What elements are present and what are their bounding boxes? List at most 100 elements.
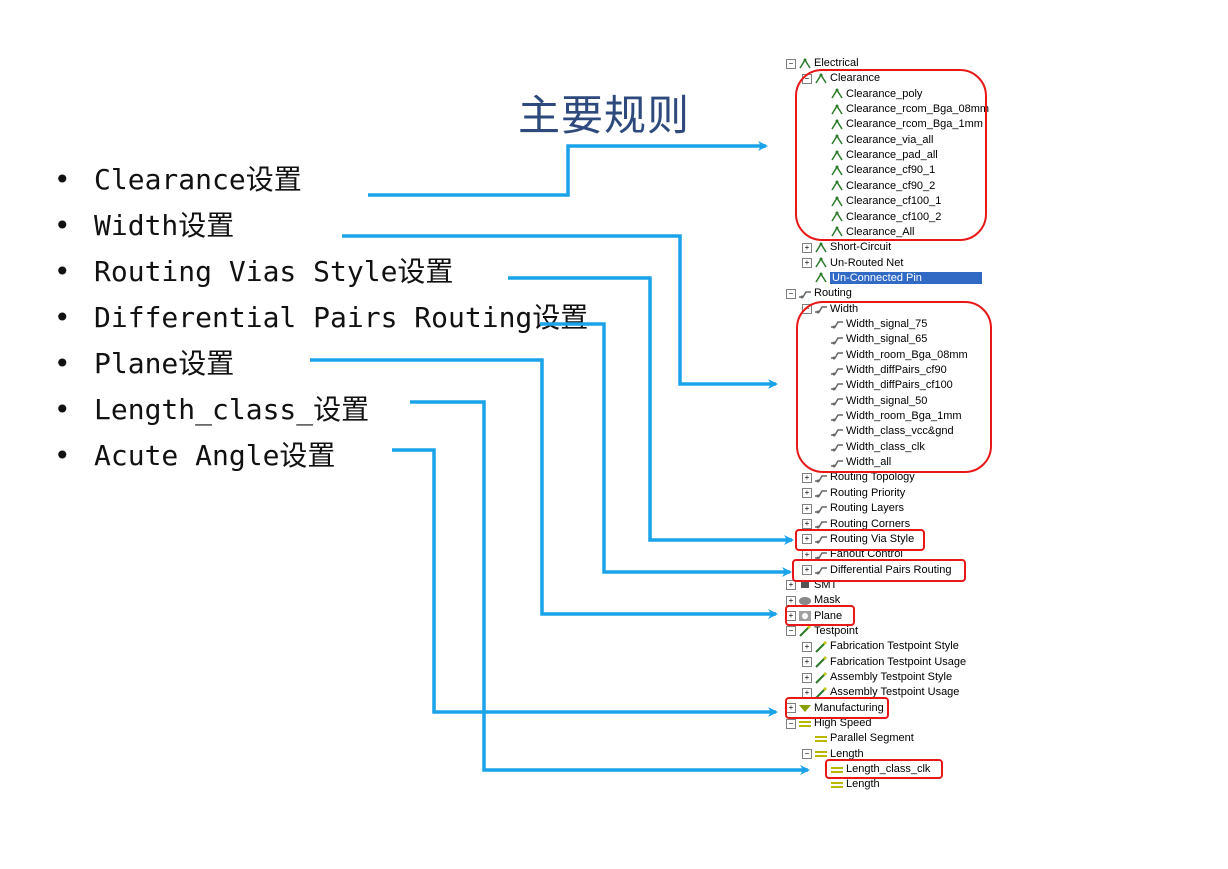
tree-node-label: Assembly Testpoint Style xyxy=(830,671,953,683)
expand-icon[interactable]: + xyxy=(786,595,796,606)
tree-node-label: Clearance_cf100_2 xyxy=(846,210,942,223)
tree-node-label: Fabrication Testpoint Style xyxy=(830,640,959,653)
tree-node-label: Clearance_cf90_2 xyxy=(846,179,936,192)
tree-node-label: Routing Topology xyxy=(830,471,915,484)
expand-icon[interactable]: + xyxy=(786,580,796,591)
tree-node[interactable]: Width_room_Bga_1mm xyxy=(818,409,962,424)
tree-node[interactable]: +Un-Routed Net xyxy=(802,256,903,271)
routing-icon xyxy=(814,472,828,484)
tree-node[interactable]: Un-Connected Pin xyxy=(802,271,982,286)
tree-node[interactable]: Parallel Segment xyxy=(802,731,914,746)
tree-node[interactable]: −Length xyxy=(802,747,864,762)
collapse-icon[interactable]: − xyxy=(802,304,812,315)
collapse-icon[interactable]: − xyxy=(786,626,796,637)
routing-icon xyxy=(830,318,844,330)
tree-node[interactable]: +Routing Priority xyxy=(802,486,905,501)
expand-icon[interactable]: + xyxy=(802,503,812,514)
bullet-dot: • xyxy=(54,255,71,288)
tree-node[interactable]: +Routing Layers xyxy=(802,501,904,516)
tree-node[interactable]: −Width xyxy=(802,302,858,317)
expand-icon[interactable]: + xyxy=(802,549,812,560)
tree-node[interactable]: Width_diffPairs_cf100 xyxy=(818,378,953,393)
tree-node[interactable]: Width_class_clk xyxy=(818,440,925,455)
expand-icon[interactable]: + xyxy=(802,657,812,668)
tree-node[interactable]: +Routing Corners xyxy=(802,517,910,532)
tree-node[interactable]: Clearance_cf90_1 xyxy=(818,163,935,178)
tree-node[interactable]: + Short-Circuit xyxy=(802,240,891,255)
expand-icon[interactable]: + xyxy=(786,703,796,714)
routing-icon xyxy=(814,487,828,499)
expand-icon[interactable]: + xyxy=(786,611,796,622)
tree-node[interactable]: + Assembly Testpoint Style xyxy=(802,670,952,685)
routing-icon xyxy=(814,533,828,545)
tree-node[interactable]: +Plane xyxy=(786,609,842,624)
tree-node[interactable]: Width_room_Bga_08mm xyxy=(818,348,968,363)
tree-node[interactable]: + Routing Topology xyxy=(802,470,915,485)
expand-icon[interactable]: + xyxy=(802,488,812,499)
tree-node-label: Width_class_clk xyxy=(846,440,925,453)
tree-node-label: Clearance_cf90_1 xyxy=(846,164,936,177)
tree-node[interactable]: Clearance_cf100_1 xyxy=(818,194,941,209)
tree-node[interactable]: Width_all xyxy=(818,455,891,470)
collapse-icon[interactable]: − xyxy=(802,73,812,84)
electrical-icon xyxy=(814,272,828,284)
tree-node[interactable]: −High Speed xyxy=(786,716,872,731)
tree-node[interactable]: Clearance_All xyxy=(818,225,914,240)
tree-node[interactable]: Clearance_rcom_Bga_08mm xyxy=(818,102,989,117)
tree-node-label: Short-Circuit xyxy=(830,241,892,254)
tree-node[interactable]: Width_signal_50 xyxy=(818,394,927,409)
tree-node-label: Fabrication Testpoint Usage xyxy=(830,655,967,668)
tree-node[interactable]: −Routing xyxy=(786,286,852,301)
tree-node-label: Clearance_rcom_Bga_1mm xyxy=(846,118,983,131)
tree-node[interactable]: +Differential Pairs Routing xyxy=(802,563,951,578)
tree-node[interactable]: + Fabrication Testpoint Usage xyxy=(802,655,966,670)
tree-node[interactable]: Clearance_pad_all xyxy=(818,148,938,163)
routing-icon xyxy=(830,349,844,361)
expand-icon[interactable]: + xyxy=(802,534,812,545)
tree-node[interactable]: +Assembly Testpoint Usage xyxy=(802,685,959,700)
tree-node[interactable]: Width_class_vcc&gnd xyxy=(818,424,954,439)
expand-icon[interactable]: + xyxy=(802,672,812,683)
tree-node[interactable]: Clearance_rcom_Bga_1mm xyxy=(818,117,983,132)
tree-node[interactable]: +Mask xyxy=(786,593,840,608)
collapse-icon[interactable]: − xyxy=(786,718,796,729)
expand-icon[interactable]: + xyxy=(802,242,812,253)
expand-icon[interactable]: + xyxy=(802,687,812,698)
rule-icon xyxy=(830,119,844,131)
tree-node[interactable]: Clearance_cf90_2 xyxy=(818,179,935,194)
tree-node[interactable]: Clearance_poly xyxy=(818,87,922,102)
tree-node-label: Width_diffPairs_cf90 xyxy=(846,364,947,376)
rule-icon xyxy=(830,211,844,223)
tree-node[interactable]: Length_class_clk xyxy=(818,762,930,777)
collapse-icon[interactable]: − xyxy=(802,749,812,760)
routing-icon xyxy=(830,441,844,453)
tree-node[interactable]: Width_signal_65 xyxy=(818,332,927,347)
tree-node[interactable]: Clearance_via_all xyxy=(818,133,933,148)
collapse-icon[interactable]: − xyxy=(786,288,796,299)
tree-node[interactable]: +Fanout Control xyxy=(802,547,903,562)
tree-node[interactable]: Clearance_cf100_2 xyxy=(818,210,941,225)
tree-node[interactable]: −Clearance xyxy=(802,71,880,86)
tree-node[interactable]: + Manufacturing xyxy=(786,701,884,716)
tree-node[interactable]: Width_diffPairs_cf90 xyxy=(818,363,947,378)
tree-node[interactable]: Width_signal_75 xyxy=(818,317,927,332)
collapse-icon[interactable]: − xyxy=(786,58,796,69)
tree-node[interactable]: + Fabrication Testpoint Style xyxy=(802,639,959,654)
tree-node-label: Width_room_Bga_1mm xyxy=(846,410,962,423)
expand-icon[interactable]: + xyxy=(802,519,812,529)
expand-icon[interactable]: + xyxy=(802,258,812,269)
tree-node[interactable]: −Electrical xyxy=(786,56,859,71)
tree-node[interactable]: +SMT xyxy=(786,578,837,593)
electrical-icon xyxy=(814,257,828,269)
tree-node-label: Manufacturing xyxy=(814,701,884,714)
tree-node-label: Clearance_pad_all xyxy=(846,149,938,162)
tree-node[interactable]: −Testpoint xyxy=(786,624,858,639)
expand-icon[interactable]: + xyxy=(802,565,812,576)
tree-node[interactable]: Length xyxy=(818,777,880,792)
tree-node-label: Width_all xyxy=(846,456,892,469)
tree-node[interactable]: +Routing Via Style xyxy=(802,532,914,547)
testpoint-icon xyxy=(814,641,828,653)
routing-icon xyxy=(830,365,844,377)
expand-icon[interactable]: + xyxy=(802,641,812,652)
expand-icon[interactable]: + xyxy=(802,472,812,483)
